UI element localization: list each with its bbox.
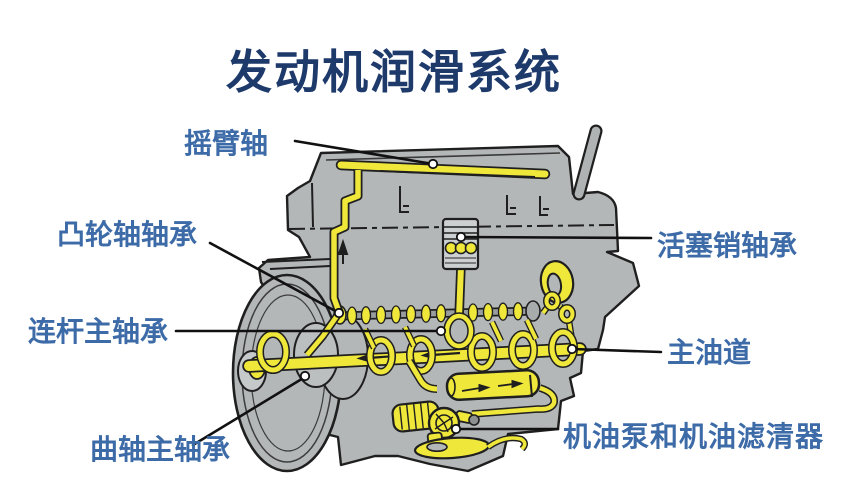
filter-flow-arrows bbox=[461, 379, 524, 393]
camshaft bbox=[333, 300, 541, 325]
flow-up-arrow bbox=[337, 238, 349, 264]
crank-bearing-oil-loops bbox=[256, 318, 578, 376]
oil-filter bbox=[405, 358, 558, 418]
connecting-rod bbox=[443, 265, 475, 350]
label-rocker-arm-shaft: 摇臂轴 bbox=[184, 129, 269, 160]
page-title: 发动机润滑系统 bbox=[226, 47, 562, 98]
oil-feed-pipe bbox=[303, 170, 363, 358]
callout-piston-pin-bearing bbox=[460, 235, 653, 240]
callout-crankshaft-main-bearing bbox=[191, 375, 307, 447]
rocker-arm-shaft bbox=[335, 159, 551, 180]
piston bbox=[441, 217, 480, 271]
label-connecting-rod-main-bearing: 连杆主轴承 bbox=[28, 317, 169, 348]
callout-lines bbox=[174, 139, 663, 447]
dipstick bbox=[572, 124, 603, 201]
piston-pin-bearing-balls bbox=[444, 241, 478, 255]
label-piston-pin-bearing: 活塞销轴承 bbox=[657, 231, 798, 262]
label-main-oil-gallery: 主油道 bbox=[667, 338, 752, 369]
label-crankshaft-main-bearing: 曲轴主轴承 bbox=[90, 435, 231, 466]
label-oil-pump-and-oil-filter: 机油泵和机油滤清器 bbox=[563, 422, 825, 453]
callout-markers bbox=[299, 158, 578, 435]
label-camshaft-bearing: 凸轮轴轴承 bbox=[57, 220, 198, 251]
callout-camshaft-bearing bbox=[208, 241, 341, 315]
oil-pickup-strainer bbox=[413, 434, 528, 460]
callout-rocker-arm-shaft bbox=[293, 139, 435, 166]
callout-main-oil-gallery bbox=[571, 347, 663, 354]
